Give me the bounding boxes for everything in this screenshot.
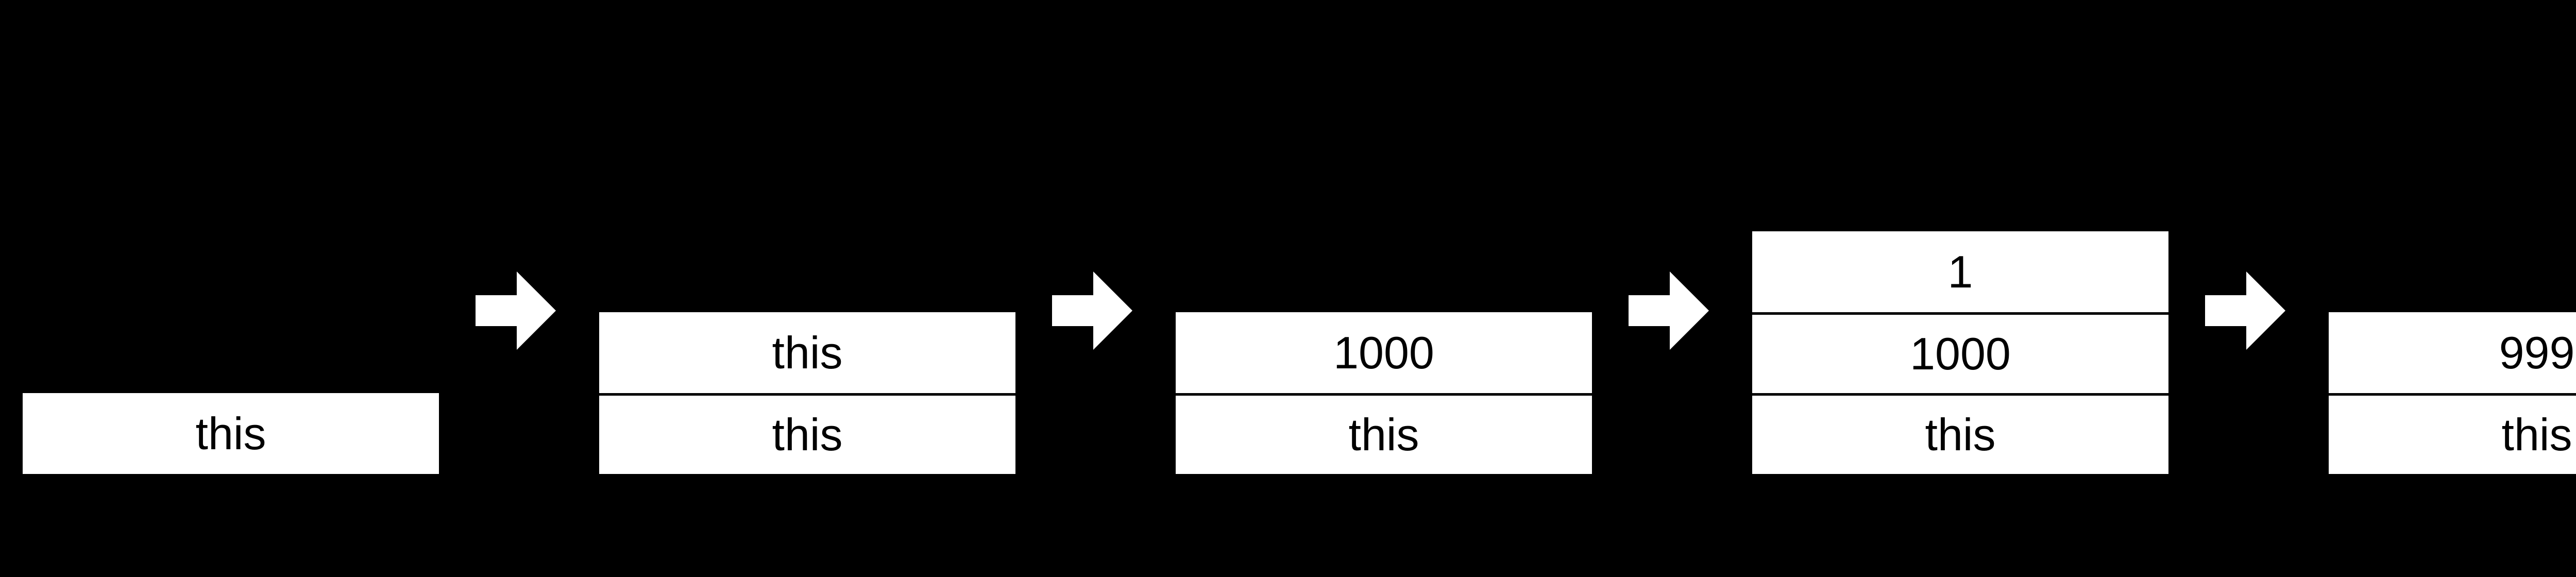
right-arrow-icon [2205, 271, 2285, 350]
stack-frame-2: this this [599, 312, 1015, 474]
stack-cell: 1000 [1176, 312, 1592, 393]
right-arrow-icon [1629, 271, 1709, 350]
stack-frame-4: 1 1000 this [1752, 231, 2168, 474]
right-arrow-icon [476, 271, 556, 350]
right-arrow-icon [1052, 271, 1132, 350]
stack-cell: this [599, 312, 1015, 393]
stack-cell: this [1752, 393, 2168, 474]
stack-cell: this [2329, 393, 2576, 474]
stack-frame-3: 1000 this [1176, 312, 1592, 474]
stack-cell: this [599, 393, 1015, 474]
stack-cell: 999 [2329, 312, 2576, 393]
stack-cell: 1 [1752, 231, 2168, 312]
stack-cell: this [23, 393, 439, 474]
stack-cell: this [1176, 393, 1592, 474]
stack-frame-1: this [23, 393, 439, 474]
stack-cell: 1000 [1752, 312, 2168, 393]
stack-frame-5: 999 this [2329, 312, 2576, 474]
